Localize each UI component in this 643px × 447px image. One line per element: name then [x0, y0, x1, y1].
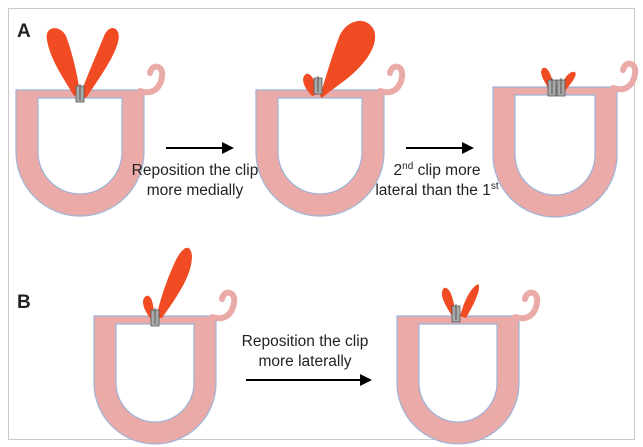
- caption-b1-line1: Reposition the clip: [242, 333, 369, 350]
- valve-b1-hook: [212, 293, 234, 319]
- leaflet-a2-right: [320, 21, 375, 98]
- leaflet-b1-right: [156, 248, 192, 318]
- valve-a2: [256, 90, 384, 216]
- panel-label-b: B: [17, 292, 31, 313]
- panel-label-a: A: [17, 21, 31, 42]
- valve-a1-hook: [140, 67, 162, 93]
- caption-a2-l1-part0: 2: [394, 162, 403, 179]
- arrow-a1-head: [222, 142, 234, 154]
- leaflet-a1-left: [47, 28, 80, 96]
- arrow-b1-head: [360, 374, 372, 386]
- leaflet-b2-right: [460, 284, 479, 318]
- caption-a1-line2: more medially: [147, 182, 244, 199]
- leaflet-a1-right: [80, 28, 119, 98]
- valve-b2: [397, 316, 519, 444]
- caption-a2-l1-sup: nd: [402, 161, 413, 172]
- valve-a3: [493, 87, 617, 217]
- valve-b1: [94, 316, 216, 444]
- caption-a2-l1-part2: clip more: [413, 162, 480, 179]
- valve-a2-hook: [380, 67, 402, 93]
- caption-b1-line2: more laterally: [258, 353, 351, 370]
- caption-a2-line2: lateral than the 1st: [375, 181, 498, 199]
- valve-a1: [16, 90, 144, 216]
- caption-a2-l2-part0: lateral than the 1: [375, 182, 490, 199]
- valve-b2-hook: [515, 293, 537, 319]
- caption-a1-line1: Reposition the clip: [132, 162, 259, 179]
- caption-a2-l2-sup: st: [491, 181, 499, 192]
- valve-a3-hook: [613, 64, 635, 90]
- caption-a2-line1: 2nd clip more: [394, 161, 481, 179]
- arrow-a2-head: [462, 142, 474, 154]
